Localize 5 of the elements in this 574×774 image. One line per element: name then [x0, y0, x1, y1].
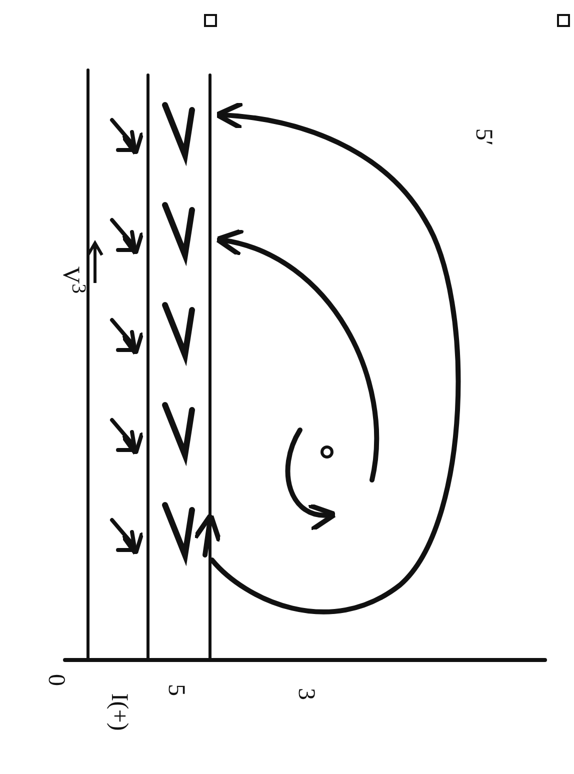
tick-label: 0: [44, 674, 68, 686]
tick-label: 5: [164, 684, 188, 696]
tick-label: I(+): [106, 693, 131, 731]
curve-label: 5′: [472, 128, 496, 146]
tick-label: 3: [294, 688, 318, 700]
